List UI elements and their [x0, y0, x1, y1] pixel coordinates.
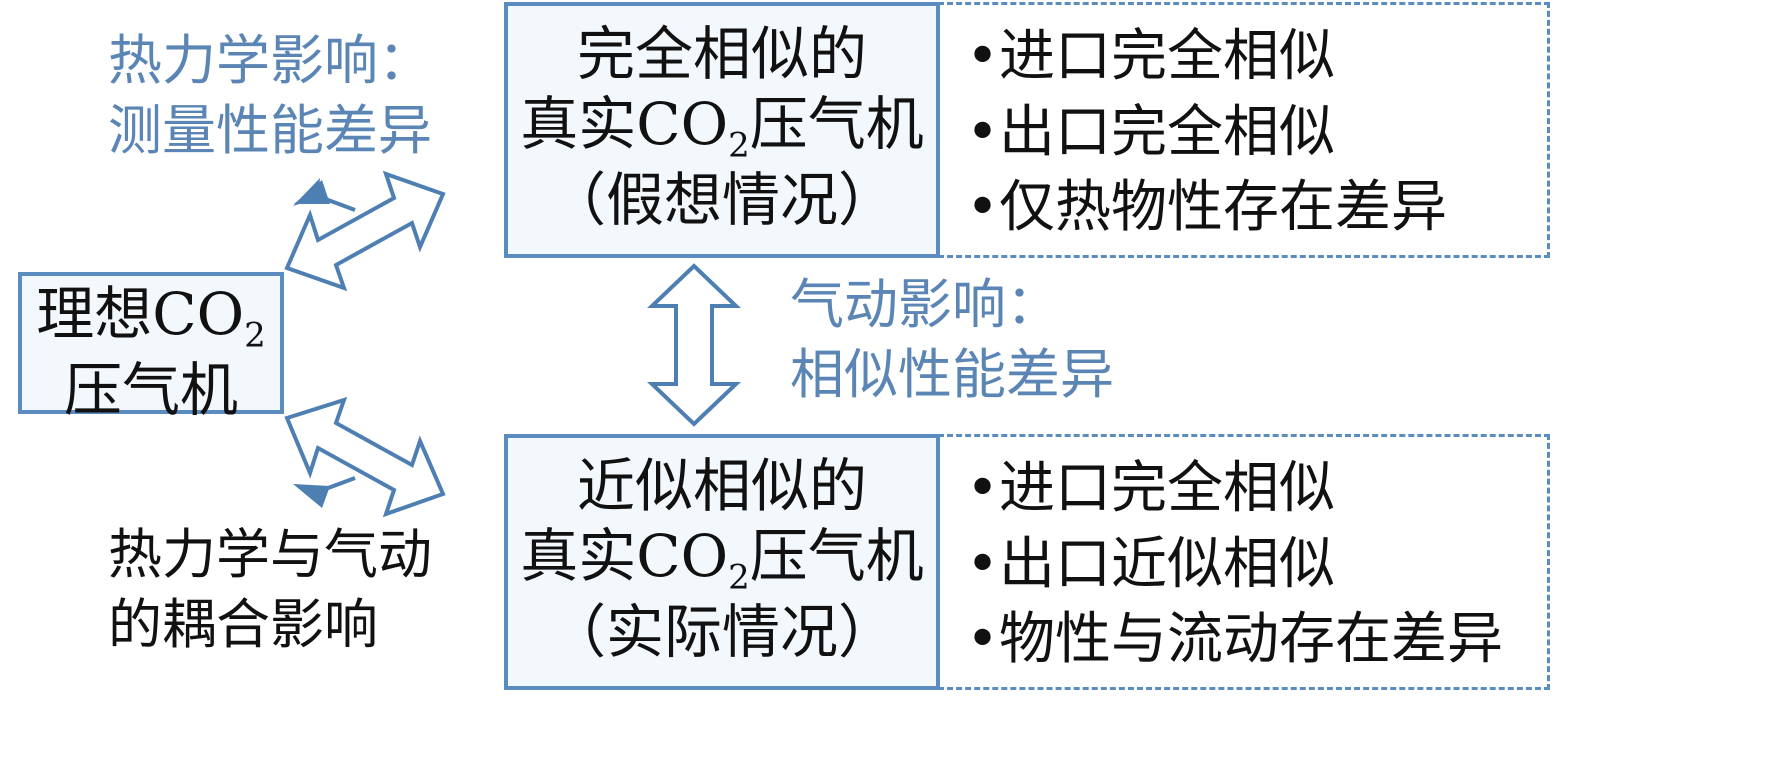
coupled-label-line2: 的耦合影响 [108, 593, 378, 657]
aero-label-line1: 气动影响： [790, 273, 1060, 336]
bottom-box-line3: （实际情况） [547, 597, 896, 666]
bottom-list-item: •进口完全相似 [966, 456, 1336, 521]
ideal-compressor-box: 理想CO2 压气机 [18, 272, 284, 424]
lower-double-arrow-icon [284, 396, 446, 518]
top-list-box: •进口完全相似 •出口完全相似 •仅热物性存在差异 [938, 2, 1550, 258]
bottom-box-line1: 近似相似的 [576, 452, 867, 520]
aero-influence-label: 气动影响： 相似性能差异 [790, 270, 1114, 410]
top-list-item: •出口完全相似 [966, 99, 1336, 165]
upper-pointer-arrowhead-fill [294, 180, 330, 204]
ideal-similar-real-compressor-box: 完全相似的 真实CO2压气机 （假想情况） [504, 2, 940, 258]
thermo-label-line1: 热力学影响： [108, 29, 432, 92]
vertical-double-arrow-icon [647, 263, 741, 427]
thermo-influence-label: 热力学影响： 测量性能差异 [108, 26, 432, 166]
lower-pointer-arrowhead-icon [293, 484, 330, 508]
bottom-box-line2: 真实CO2压气机 [520, 521, 924, 598]
bottom-list-item: •出口近似相似 [966, 531, 1336, 597]
coupled-label-line1: 热力学与气动 [108, 523, 432, 586]
bottom-list-item: •物性与流动存在差异 [966, 607, 1504, 673]
ideal-box-line1: 理想CO2 [36, 280, 266, 356]
bottom-list-box: •进口完全相似 •出口近似相似 •物性与流动存在差异 [938, 434, 1550, 690]
aero-label-line2: 相似性能差异 [790, 343, 1114, 407]
top-list-item: •仅热物性存在差异 [966, 175, 1448, 241]
top-list-item: •进口完全相似 [966, 24, 1336, 89]
top-box-line1: 完全相似的 [576, 20, 867, 88]
ideal-box-line2: 压气机 [63, 356, 238, 425]
coupled-influence-label: 热力学与气动 的耦合影响 [108, 520, 432, 660]
top-box-line3: （假想情况） [547, 165, 896, 234]
thermo-label-line2: 测量性能差异 [108, 99, 432, 163]
approx-similar-real-compressor-box: 近似相似的 真实CO2压气机 （实际情况） [504, 434, 940, 690]
top-box-line2: 真实CO2压气机 [520, 89, 924, 166]
upper-double-arrow-icon [284, 170, 446, 292]
arrows-layer [284, 170, 741, 518]
